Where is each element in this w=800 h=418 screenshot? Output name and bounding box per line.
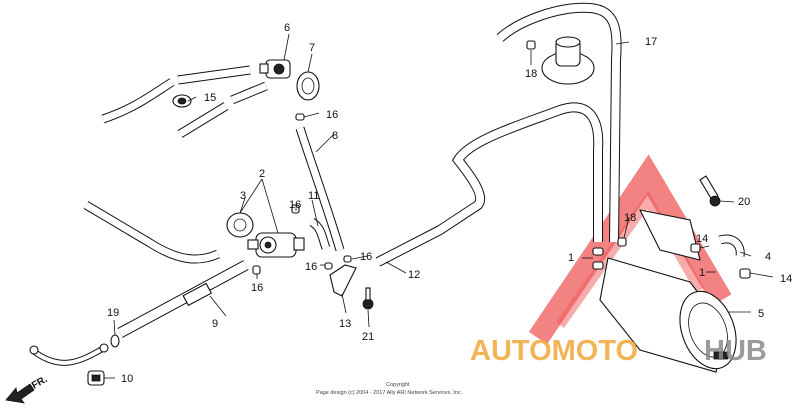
pipe-lower-left <box>29 343 109 366</box>
callout-14-b: 14 <box>780 273 792 285</box>
callouts: 6 7 15 16 8 2 3 11 16 16 16 16 13 21 12 … <box>107 22 792 385</box>
callout-18-lower: 18 <box>624 212 636 224</box>
bracket-13 <box>329 264 357 297</box>
callout-7: 7 <box>309 42 315 54</box>
filler-cap <box>541 36 595 85</box>
bolt-21 <box>362 287 374 310</box>
callout-14-a: 14 <box>696 233 708 245</box>
callout-18-top: 18 <box>525 68 537 80</box>
callout-19: 19 <box>107 307 119 319</box>
joints-1 <box>592 247 604 270</box>
watermark-text-orange: AUTOMOTO <box>470 335 638 367</box>
footer: Copyright Page design (c) 2004 - 2017 Al… <box>316 382 463 396</box>
callout-16-top: 16 <box>326 109 338 121</box>
callout-21: 21 <box>362 331 374 343</box>
callout-11: 11 <box>308 190 319 202</box>
callout-9: 9 <box>212 318 218 330</box>
callout-6: 6 <box>284 22 290 34</box>
footer-credit: Page design (c) 2004 - 2017 Ally ARI Net… <box>316 390 463 396</box>
clip-16-d <box>343 255 352 263</box>
front-direction-arrow: FR. <box>5 374 50 404</box>
clamp-19 <box>110 334 120 348</box>
clip-16-b <box>252 265 261 275</box>
callout-2: 2 <box>259 168 265 180</box>
callout-13: 13 <box>339 318 351 330</box>
watermark-logo: AUTOMOTO HUB <box>470 335 767 367</box>
fr-label: FR. <box>30 374 50 392</box>
bracket-7 <box>296 71 320 101</box>
callout-20: 20 <box>738 196 750 208</box>
hose-11 <box>309 218 331 250</box>
bolt-20 <box>699 175 721 207</box>
bracket-10 <box>87 370 105 386</box>
callout-10: 10 <box>121 373 133 385</box>
clip-16-c <box>324 262 333 270</box>
valve-2 <box>247 232 305 258</box>
bracket-3 <box>226 212 254 238</box>
callout-3: 3 <box>240 190 246 202</box>
valve-6 <box>259 59 291 79</box>
hose-17 <box>496 2 622 243</box>
watermark-text-gray: HUB <box>704 335 767 367</box>
callout-1-b: 1 <box>699 267 705 279</box>
callout-8: 8 <box>332 130 338 142</box>
hose-upper-left <box>101 65 268 138</box>
callout-15: 15 <box>204 92 216 104</box>
callout-16-low: 16 <box>251 282 263 294</box>
callout-16-d: 16 <box>360 251 372 263</box>
hose-9 <box>117 260 249 338</box>
footer-copyright: Copyright <box>386 382 410 388</box>
callout-5: 5 <box>758 308 764 320</box>
clip-16-a <box>291 204 300 214</box>
clip-18-top <box>526 40 536 50</box>
hose-12 <box>375 102 604 267</box>
callout-16-c: 16 <box>305 261 317 273</box>
callout-4: 4 <box>765 251 771 263</box>
callout-1-a: 1 <box>568 252 574 264</box>
callout-16-mid: 16 <box>289 199 301 211</box>
canister-5 <box>599 209 737 373</box>
callout-17: 17 <box>645 36 657 48</box>
elbow-4 <box>718 234 745 257</box>
clip-18-lower <box>617 237 627 247</box>
leader-lines <box>104 33 774 379</box>
hose-left-long <box>83 201 220 264</box>
clamp-15 <box>172 94 192 108</box>
clip-14-a <box>690 243 701 253</box>
callout-12: 12 <box>408 269 420 281</box>
clip-14-b <box>739 268 751 279</box>
